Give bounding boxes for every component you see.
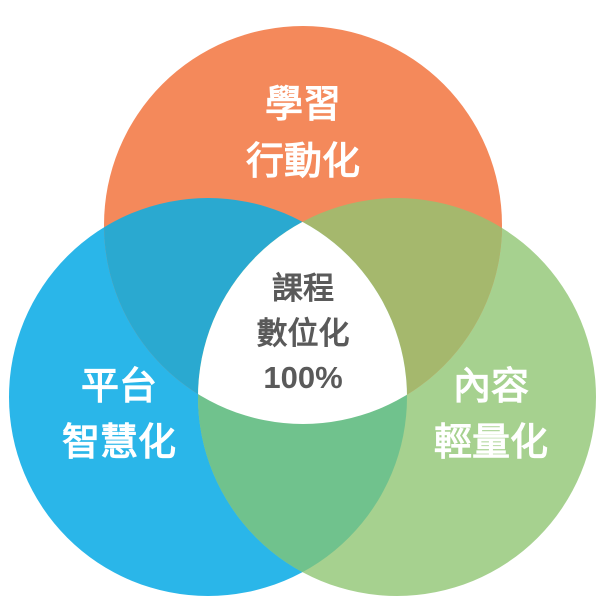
label-top: 學習 行動化 — [246, 82, 360, 183]
label-center: 課程 數位化 100% — [257, 271, 350, 395]
label-center-percent: 100% — [263, 360, 342, 395]
label-left-line-2: 智慧化 — [62, 420, 176, 464]
label-left: 平台 智慧化 — [62, 364, 176, 464]
label-left-line-1: 平台 — [81, 364, 157, 408]
label-center-line-1: 課程 — [272, 271, 334, 307]
label-right-line-2: 輕量化 — [434, 420, 548, 464]
label-right: 內容 輕量化 — [434, 364, 548, 464]
label-top-line-2: 行動化 — [246, 139, 360, 183]
center-region — [198, 198, 407, 424]
label-top-line-1: 學習 — [265, 82, 341, 126]
label-center-line-2: 數位化 — [257, 316, 350, 352]
label-right-line-1: 內容 — [453, 364, 529, 408]
